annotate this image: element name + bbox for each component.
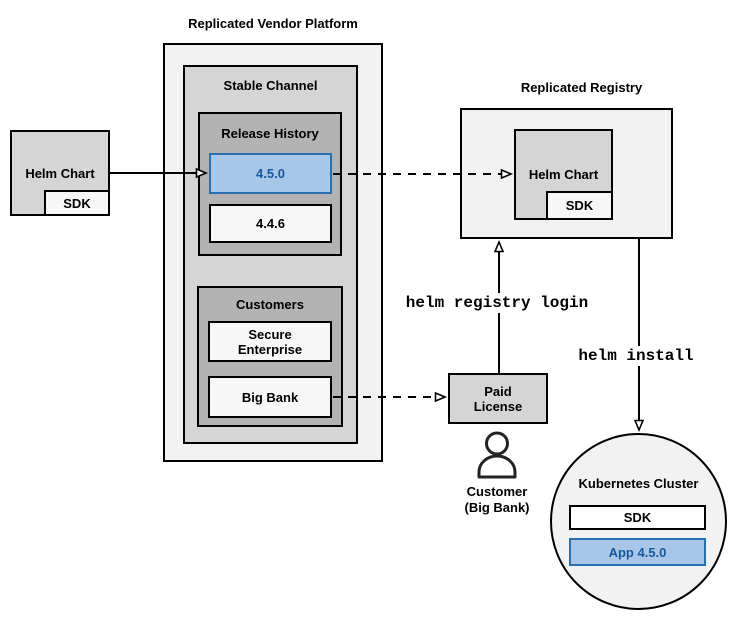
paid-license-box: Paid License bbox=[448, 373, 548, 424]
customers-title: Customers bbox=[236, 297, 304, 312]
registry-title: Replicated Registry bbox=[520, 80, 643, 95]
customer-name: Customer bbox=[466, 484, 528, 499]
stable-channel-title: Stable Channel bbox=[223, 78, 318, 93]
customer-item-label: Secure Enterprise bbox=[237, 326, 303, 357]
kubernetes-cluster-title: Kubernetes Cluster bbox=[578, 476, 699, 491]
customer-org: (Big Bank) bbox=[464, 500, 530, 515]
cmd-helm-install: helm install bbox=[574, 346, 698, 366]
release-history-title: Release History bbox=[221, 126, 319, 141]
cluster-sdk-box: SDK bbox=[569, 505, 706, 530]
registry-sdk-box: SDK bbox=[546, 191, 613, 220]
vendor-platform-title: Replicated Vendor Platform bbox=[188, 16, 358, 31]
customer-item-big-bank: Big Bank bbox=[208, 376, 332, 418]
customer-caption: Customer (Big Bank) bbox=[437, 484, 557, 516]
cluster-app-box: App 4.5.0 bbox=[569, 538, 706, 566]
release-item-450: 4.5.0 bbox=[209, 153, 332, 194]
paid-license-label: Paid License bbox=[473, 383, 523, 414]
customer-icon bbox=[477, 431, 517, 479]
source-sdk-box: SDK bbox=[44, 190, 110, 216]
customer-item-secure-enterprise: Secure Enterprise bbox=[208, 321, 332, 362]
cmd-helm-registry-login: helm registry login bbox=[401, 293, 593, 313]
release-item-446: 4.4.6 bbox=[209, 204, 332, 243]
